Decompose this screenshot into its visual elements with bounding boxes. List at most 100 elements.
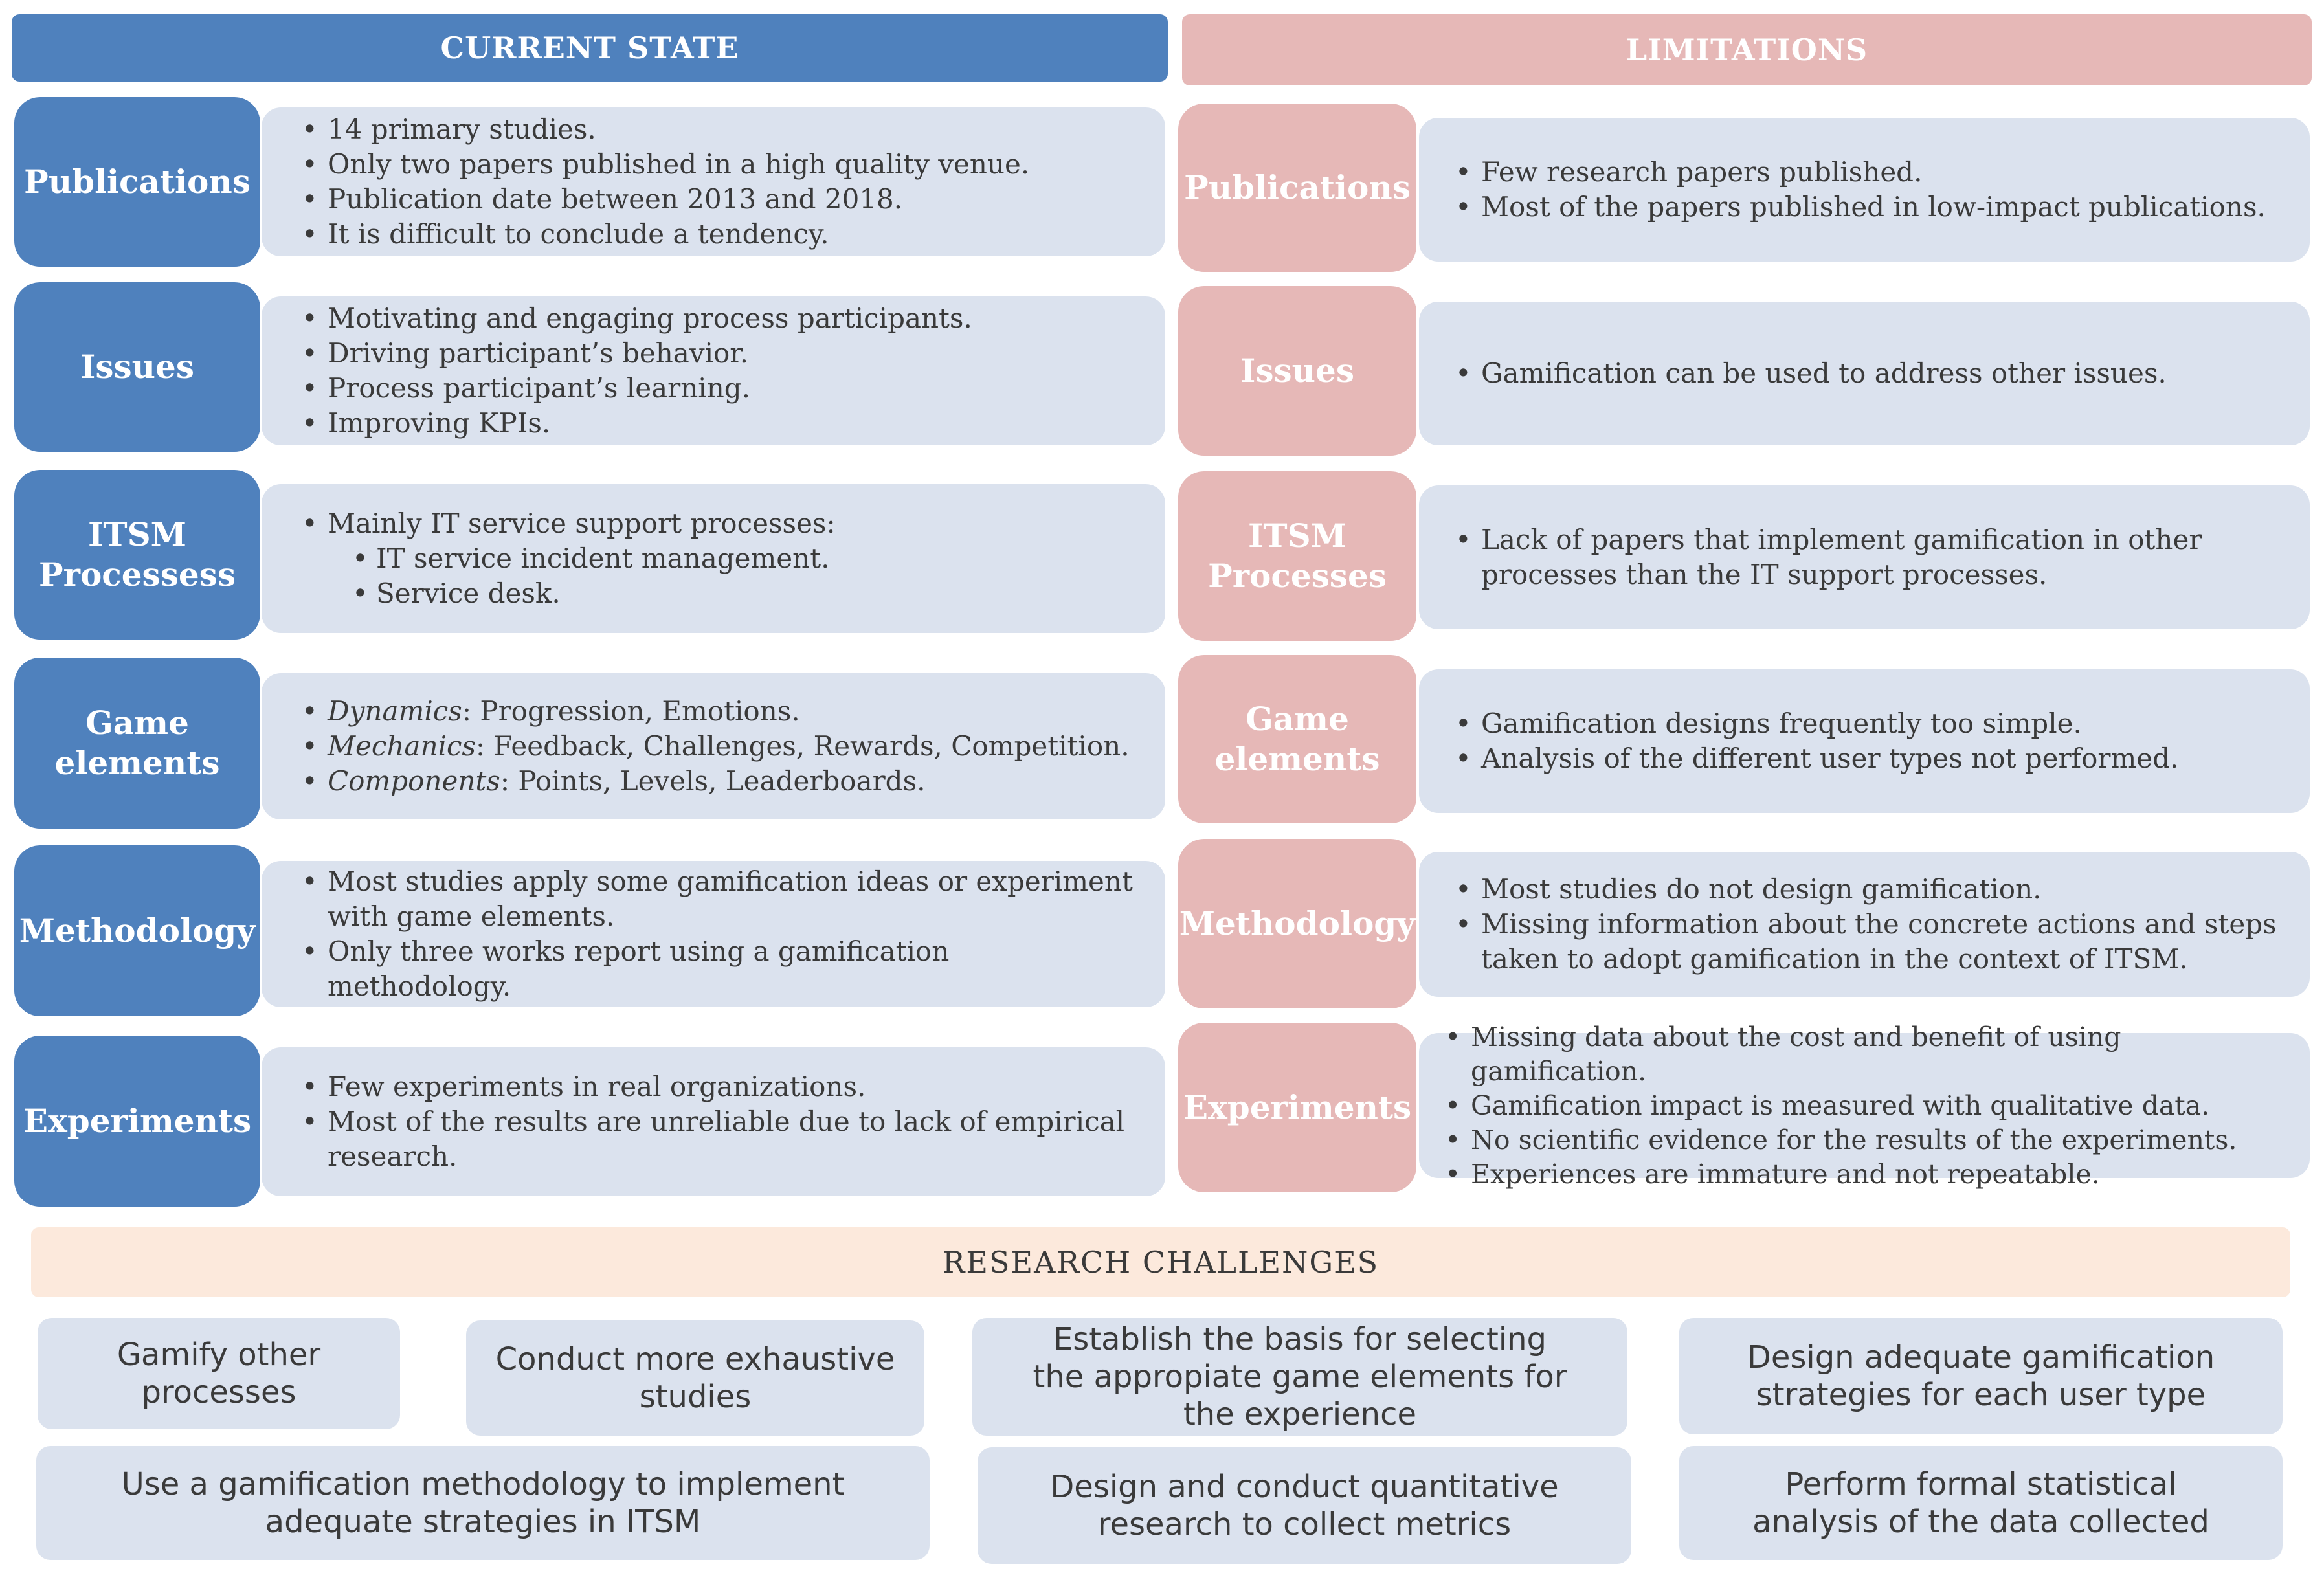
current-state-header: CURRENT STATE: [12, 14, 1168, 82]
bullet-item: Most studies apply some gamification ide…: [302, 864, 1139, 934]
bullet-text: Only three works report using a gamifica…: [328, 935, 950, 1002]
bullet-item: Only three works report using a gamifica…: [302, 934, 1139, 1004]
research-challenges-title: RESEARCH CHALLENGES: [942, 1245, 1380, 1280]
research-challenges-header: RESEARCH CHALLENGES: [31, 1227, 2290, 1297]
bullet-text: 14 primary studies.: [328, 113, 596, 145]
bullet-term: Mechanics: [328, 730, 476, 762]
bullet-item: Gamification impact is measured with qua…: [1445, 1089, 2284, 1123]
cs-content-itsm-processes: Mainly IT service support processes:IT s…: [262, 484, 1165, 633]
bullet-item: Mainly IT service support processes:: [302, 506, 836, 541]
cs-content-experiments: Few experiments in real organizations. Mo…: [262, 1047, 1165, 1196]
bullet-item: Components: Points, Levels, Leaderboards…: [302, 764, 1130, 799]
challenge-box: Gamify other processes: [38, 1318, 400, 1429]
lim-list: Few research papers published.Most of th…: [1455, 155, 2292, 225]
current-state-title: CURRENT STATE: [440, 30, 739, 65]
bullet-text: Only two papers published in a high qual…: [328, 148, 1030, 180]
limitations-header: LIMITATIONS: [1182, 14, 2312, 85]
bullet-text: Most studies do not design gamification.: [1481, 873, 2042, 905]
lim-label-issues: Issues: [1178, 286, 1416, 456]
lim-content-game-elements: Gamification designs frequently too simp…: [1419, 669, 2310, 813]
bullet-text: Most of the results are unreliable due t…: [328, 1106, 1125, 1172]
lim-content-methodology: Most studies do not design gamification.…: [1419, 852, 2310, 997]
cs-content-publications: 14 primary studies.Only two papers publi…: [262, 107, 1165, 256]
cs-content-methodology: Most studies apply some gamification ide…: [262, 861, 1165, 1007]
cs-label-game-elements: Game elements: [14, 658, 260, 829]
bullet-text: Most studies apply some gamification ide…: [328, 865, 1133, 932]
bullet-item: Most of the results are unreliable due t…: [302, 1104, 1139, 1174]
bullet-text: IT service incident management.: [376, 542, 830, 574]
bullet-item: No scientific evidence for the results o…: [1445, 1123, 2284, 1157]
bullet-item: Service desk.: [302, 576, 836, 611]
bullet-item: Experiences are immature and not repeata…: [1445, 1157, 2284, 1192]
lim-label-experiments: Experiments: [1178, 1023, 1416, 1192]
bullet-item: IT service incident management.: [302, 541, 836, 576]
bullet-item: Improving KPIs.: [302, 406, 972, 441]
challenge-box: Conduct more exhaustive studies: [466, 1320, 924, 1436]
limitations-title: LIMITATIONS: [1626, 32, 1868, 67]
bullet-item: It is difficult to conclude a tendency.: [302, 217, 1029, 252]
cs-label-experiments: Experiments: [14, 1036, 260, 1207]
bullet-text: Gamification can be used to address othe…: [1481, 357, 2167, 389]
challenge-box: Perform formal statistical analysis of t…: [1679, 1446, 2283, 1560]
bullet-item: Only two papers published in a high qual…: [302, 147, 1029, 182]
bullet-text: Gamification designs frequently too simp…: [1481, 707, 2082, 739]
bullet-text: It is difficult to conclude a tendency.: [328, 218, 829, 250]
bullet-text: Missing data about the cost and benefit …: [1471, 1021, 2121, 1087]
bullet-text: Service desk.: [376, 577, 561, 609]
cs-content-game-elements: Dynamics: Progression, Emotions.Mechanic…: [262, 673, 1165, 819]
bullet-text: Analysis of the different user types not…: [1481, 742, 2179, 774]
cs-list: 14 primary studies.Only two papers publi…: [302, 112, 1055, 252]
bullet-item: 14 primary studies.: [302, 112, 1029, 147]
bullet-text: Mainly IT service support processes:: [328, 507, 836, 539]
bullet-item: Gamification can be used to address othe…: [1455, 356, 2167, 391]
cs-list: Dynamics: Progression, Emotions.Mechanic…: [302, 694, 1156, 799]
bullet-text: Process participant’s learning.: [328, 372, 751, 404]
bullet-term: Dynamics: [328, 695, 462, 727]
lim-list: Missing data about the cost and benefit …: [1445, 1020, 2310, 1192]
bullet-text: Few research papers published.: [1481, 156, 1923, 188]
cs-list: Most studies apply some gamification ide…: [302, 864, 1165, 1004]
bullet-item: Most studies do not design gamification.: [1455, 872, 2284, 907]
lim-label-publications: Publications: [1178, 104, 1416, 272]
challenge-box: Design adequate gamification strategies …: [1679, 1318, 2283, 1434]
challenge-box: Use a gamification methodology to implem…: [36, 1446, 930, 1560]
cs-label-publications: Publications: [14, 97, 260, 267]
bullet-text: Improving KPIs.: [328, 407, 551, 439]
cs-content-issues: Motivating and engaging process particip…: [262, 296, 1165, 445]
cs-label-itsm-processes: ITSM Processess: [14, 470, 260, 640]
bullet-text: Experiences are immature and not repeata…: [1471, 1158, 2100, 1190]
challenge-box: Design and conduct quantitative research…: [978, 1447, 1631, 1564]
cs-label-issues: Issues: [14, 282, 260, 452]
lim-list: Gamification designs frequently too simp…: [1455, 706, 2204, 776]
lim-list: Most studies do not design gamification.…: [1455, 872, 2310, 977]
bullet-text: No scientific evidence for the results o…: [1471, 1124, 2237, 1155]
lim-content-issues: Gamification can be used to address othe…: [1419, 302, 2310, 445]
bullet-item: Dynamics: Progression, Emotions.: [302, 694, 1130, 729]
bullet-text: : Progression, Emotions.: [462, 695, 800, 727]
lim-label-game-elements: Game elements: [1178, 655, 1416, 823]
cs-list: Motivating and engaging process particip…: [302, 301, 998, 441]
lim-content-itsm-processes: Lack of papers that implement gamificati…: [1419, 485, 2310, 629]
bullet-text: Publication date between 2013 and 2018.: [328, 183, 903, 215]
lim-content-experiments: Missing data about the cost and benefit …: [1419, 1020, 2310, 1192]
bullet-text: Most of the papers published in low-impa…: [1481, 191, 2266, 223]
bullet-text: Lack of papers that implement gamificati…: [1481, 524, 2202, 590]
bullet-item: Missing information about the concrete a…: [1455, 907, 2284, 977]
lim-list: Lack of papers that implement gamificati…: [1455, 522, 2310, 592]
bullet-item: Analysis of the different user types not…: [1455, 741, 2178, 776]
bullet-item: Most of the papers published in low-impa…: [1455, 190, 2266, 225]
lim-label-methodology: Methodology: [1178, 839, 1416, 1008]
bullet-item: Missing data about the cost and benefit …: [1445, 1020, 2284, 1089]
lim-label-itsm-processes: ITSM Processes: [1178, 471, 1416, 641]
lim-content-publications: Few research papers published.Most of th…: [1419, 118, 2310, 262]
bullet-item: Mechanics: Feedback, Challenges, Rewards…: [302, 729, 1130, 764]
bullet-item: Process participant’s learning.: [302, 371, 972, 406]
bullet-text: Few experiments in real organizations.: [328, 1071, 866, 1102]
bullet-item: Lack of papers that implement gamificati…: [1455, 522, 2284, 592]
bullet-item: Few research papers published.: [1455, 155, 2266, 190]
cs-list: Mainly IT service support processes:IT s…: [302, 506, 862, 611]
bullet-text: : Feedback, Challenges, Rewards, Competi…: [476, 730, 1130, 762]
bullet-item: Motivating and engaging process particip…: [302, 301, 972, 336]
bullet-term: Components: [328, 765, 500, 797]
bullet-text: Driving participant’s behavior.: [328, 337, 749, 369]
